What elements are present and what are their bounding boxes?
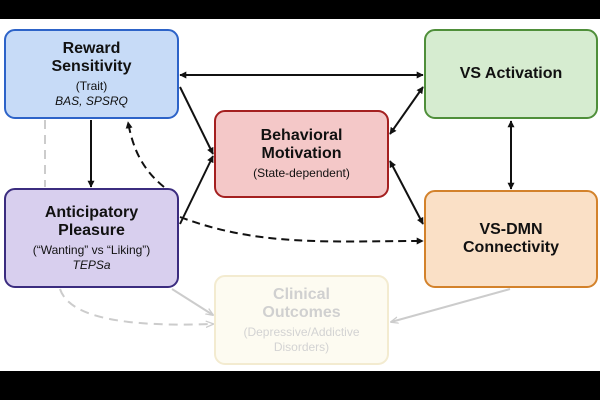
node-vs-activation: VS Activation: [424, 29, 598, 119]
arrow-anticipatory-behavioral: [179, 155, 214, 225]
node-title: Clinical Outcomes: [262, 285, 341, 321]
node-title: VS Activation: [459, 65, 563, 82]
arrow-anticipatory-reward-dashed: [125, 121, 165, 188]
node-clinical-outcomes: Clinical Outcomes (Depressive/Addictive …: [214, 275, 389, 365]
node-title: Anticipatory Pleasure: [44, 203, 139, 239]
node-subtitle: (“Wanting” vs “Liking”): [32, 242, 151, 257]
node-anticipatory-pleasure: Anticipatory Pleasure (“Wanting” vs “Lik…: [4, 188, 179, 288]
arrow-reward-behavioral: [179, 86, 214, 155]
node-reward-sensitivity: Reward Sensitivity (Trait) BAS, SPSRQ: [4, 29, 179, 119]
arrow-behavioral-vs-activation: [389, 86, 424, 135]
node-title: Behavioral Motivation: [260, 127, 343, 162]
arrow-anticipatory-clinical-faded: [59, 288, 213, 325]
node-subtitle: (Trait): [75, 78, 108, 93]
node-subtitle: (Depressive/Addictive Disorders): [243, 324, 360, 354]
arrow-anticipatory-vsdmn-dashed: [179, 216, 424, 245]
node-measures: TEPSa: [72, 257, 111, 272]
arrow-anticipatory-clinical-solid: [171, 288, 213, 315]
connections-layer: [44, 71, 515, 371]
arrow-vsdmn-clinical-faded: [391, 288, 511, 322]
node-title: Reward Sensitivity: [51, 39, 132, 75]
node-subtitle: (State-dependent): [253, 166, 350, 180]
node-vs-dmn-connectivity: VS-DMN Connectivity: [424, 190, 598, 288]
arrow-behavioral-vsdmn: [389, 160, 424, 225]
diagram-area: Reward Sensitivity (Trait) BAS, SPSRQ An…: [0, 19, 600, 371]
node-behavioral-motivation: Behavioral Motivation (State-dependent): [214, 110, 389, 198]
node-measures: BAS, SPSRQ: [55, 93, 128, 108]
node-title: VS-DMN Connectivity: [462, 221, 559, 256]
